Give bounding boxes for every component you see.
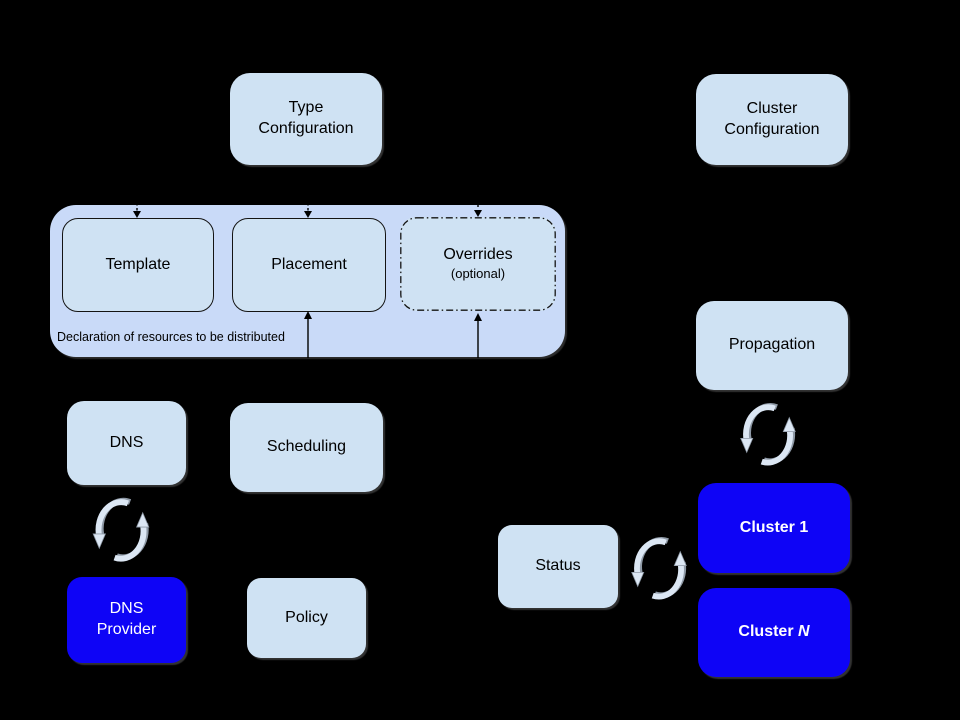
node-policy: Policy (247, 578, 366, 658)
node-label: Cluster 1 (739, 518, 809, 536)
node-label: Policy (285, 608, 328, 626)
node-label: DNS (109, 600, 144, 618)
node-dns: DNS (67, 401, 186, 485)
node-label: Configuration (724, 120, 820, 138)
sync-arrows-icon (739, 396, 797, 474)
node-label: Type (288, 99, 324, 117)
node-placement: Placement (232, 218, 386, 312)
declaration-caption: Declaration of resources to be distribut… (57, 330, 285, 344)
node-label: Overrides (443, 245, 513, 263)
node-type-configuration: Type Configuration (230, 73, 382, 165)
node-propagation: Propagation (696, 301, 848, 390)
node-label: Configuration (258, 120, 354, 137)
sync-arrows-icon (630, 532, 688, 606)
node-status: Status (498, 525, 618, 608)
node-label: Cluster (746, 99, 798, 117)
node-sublabel: (optional) (450, 266, 506, 282)
node-label: Status (535, 557, 581, 575)
sync-arrows-icon (90, 493, 152, 568)
node-label: Placement (271, 255, 347, 273)
node-label: Scheduling (266, 438, 347, 456)
node-template: Template (62, 218, 214, 312)
node-cluster-1: Cluster 1 (698, 483, 850, 573)
node-cluster-configuration: Cluster Configuration (696, 74, 848, 165)
node-label: DNS (109, 433, 144, 451)
node-dns-provider: DNS Provider (67, 577, 186, 663)
node-label: Provider (96, 621, 157, 638)
node-cluster-n: Cluster N (698, 588, 850, 677)
node-label: Cluster N (738, 623, 810, 641)
node-overrides: Overrides (optional) (400, 217, 556, 311)
node-label: Template (105, 255, 171, 273)
node-label: Propagation (728, 336, 816, 354)
node-scheduling: Scheduling (230, 403, 383, 492)
